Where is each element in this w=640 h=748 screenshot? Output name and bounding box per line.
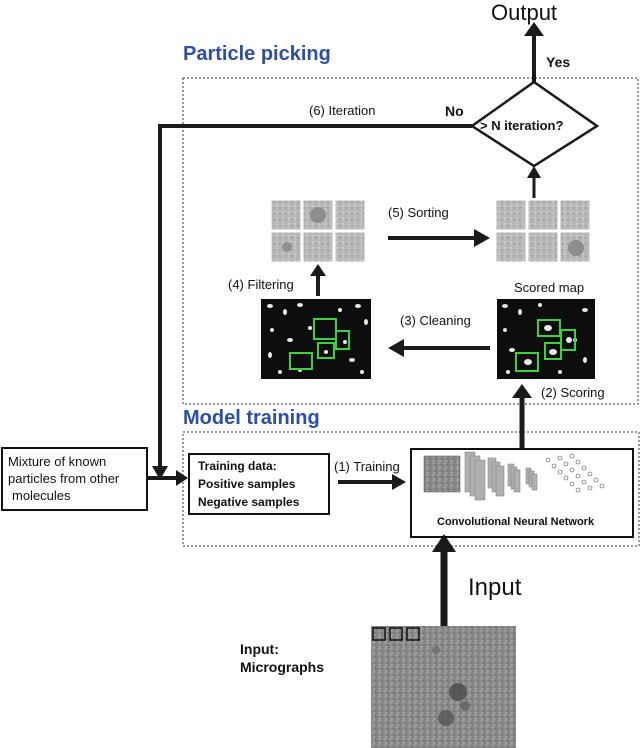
iteration-label: (6) Iteration — [309, 103, 376, 118]
input-arrow-label: Input — [468, 574, 522, 601]
particle-picking-frame — [182, 77, 639, 405]
mixture-box: Mixture of known particles from other mo… — [1, 447, 148, 511]
scoring-label: (2) Scoring — [541, 385, 605, 400]
iteration-line — [158, 124, 472, 468]
cnn-box: Convolutional Neural Network — [410, 448, 634, 538]
sorting-label: (5) Sorting — [388, 205, 449, 220]
decision-label: > N iteration? — [480, 118, 564, 133]
cnn-graphic — [423, 451, 605, 501]
positive-samples: Positive samples — [198, 477, 296, 491]
scored-map — [497, 299, 595, 379]
mixture-line-3: molecules — [12, 488, 71, 503]
model-training-title: Model training — [183, 407, 320, 429]
micrograph-image — [371, 626, 516, 748]
negative-samples: Negative samples — [198, 495, 300, 509]
training-label: (1) Training — [334, 459, 400, 474]
sorted-grid — [495, 199, 591, 263]
filtered-grid — [270, 199, 366, 263]
no-label: No — [445, 103, 464, 119]
cleaned-map — [261, 299, 371, 379]
mixture-line-1: Mixture of known — [8, 454, 107, 469]
input-label-line-2: Micrographs — [240, 659, 325, 675]
training-data-box: Training data: Positive samples Negative… — [188, 453, 330, 515]
scored-map-label: Scored map — [514, 280, 585, 295]
model-training-frame — [182, 431, 640, 547]
cleaning-label: (3) Cleaning — [400, 313, 471, 328]
mixture-line-2: particles from other — [8, 471, 120, 486]
training-data-title: Training data: — [198, 459, 277, 473]
yes-label: Yes — [546, 54, 571, 70]
cnn-label: Convolutional Neural Network — [437, 516, 595, 528]
input-label-line-1: Input: — [240, 641, 279, 657]
filtering-label: (4) Filtering — [228, 277, 294, 292]
output-label: Output — [491, 0, 558, 25]
particle-picking-title: Particle picking — [183, 43, 331, 65]
